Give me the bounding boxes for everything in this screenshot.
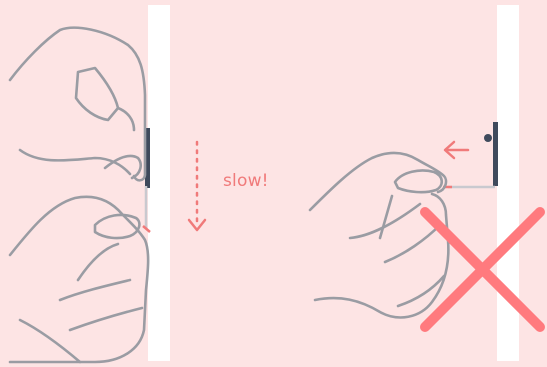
adhesive-tab-right (493, 122, 498, 186)
hand-holding-tab-icon (8, 195, 150, 364)
hand-pulling-strip-icon (308, 151, 450, 319)
slow-caption: slow! (223, 171, 269, 191)
cross-mark-icon (420, 207, 545, 332)
strip-tip (142, 225, 151, 233)
hand-pinching-strip-icon (8, 26, 147, 182)
left-wall (148, 5, 170, 361)
dotted-arrow-down-icon (187, 140, 207, 232)
right-wall (497, 5, 519, 361)
adhesive-tab (145, 128, 150, 188)
tab-knob (484, 134, 492, 142)
arrow-left-icon (443, 140, 470, 160)
